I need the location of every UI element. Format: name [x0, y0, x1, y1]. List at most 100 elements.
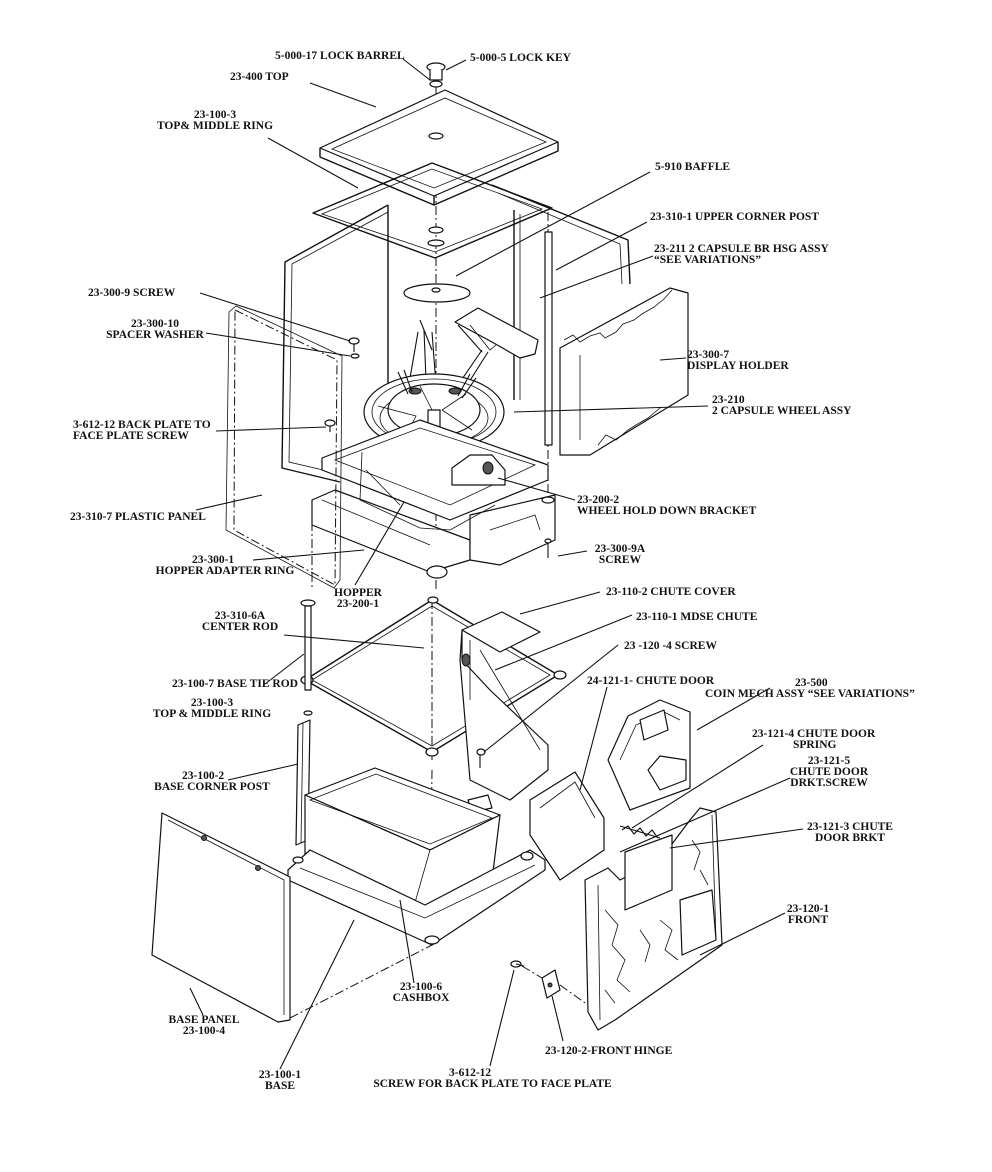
label-wheel-bracket-line2: WHEEL HOLD DOWN BRACKET [577, 505, 757, 517]
label-base-tie-rod: 23-100-7 BASE TIE ROD [172, 678, 298, 690]
label-spacer-washer-line2: SPACER WASHER [106, 329, 204, 341]
label-screw-300-9: 23-300-9 SCREW [88, 287, 176, 299]
label-top-middle-ring-mid: 23-100-3 TOP & MIDDLE RING [148, 697, 276, 720]
label-base-corner-post-line1: 23-100-2 [182, 770, 225, 782]
label-base-line1: 23-100-1 [258, 1069, 302, 1081]
label-upper-corner-post: 23-310-1 UPPER CORNER POST [650, 211, 819, 223]
label-screw-120-4: 23 -120 -4 SCREW [624, 640, 717, 652]
plastic-panel [225, 305, 343, 589]
label-baffle: 5-910 BAFFLE [655, 161, 731, 173]
base [287, 849, 546, 946]
label-hopper: HOPPER 23-200-1 [328, 587, 388, 610]
label-hopper-adapter-ring-line1: 23-300-1 [192, 554, 235, 566]
label-hopper-line2: 23-200-1 [336, 598, 380, 610]
label-lock-barrel: 5-000-17 LOCK BARREL [275, 50, 405, 62]
base-tie-rod [300, 599, 316, 716]
label-front: 23-120-1 FRONT [778, 903, 838, 926]
label-front-line2: FRONT [787, 914, 829, 926]
label-front-hinge: 23-120-2-FRONT HINGE [545, 1045, 673, 1057]
label-screw-back-plate-line2: SCREW FOR BACK PLATE TO FACE PLATE [373, 1078, 612, 1090]
label-base: 23-100-1 BASE [250, 1069, 310, 1092]
label-front-line1: 23-120-1 [786, 903, 830, 915]
label-coin-mech: 23-500 COIN MECH ASSY “SEE VARIATIONS” [705, 677, 915, 700]
label-lock-key: 5-000-5 LOCK KEY [470, 52, 571, 64]
display-holder [559, 287, 689, 456]
label-screw-9a-line1: 23-300-9A [594, 543, 646, 555]
label-top-middle-ring-upper-line2: TOP& MIDDLE RING [156, 120, 274, 132]
top-middle-ring-upper [312, 162, 553, 259]
label-chute-door-brkt-line1: 23-121-3 CHUTE [807, 821, 893, 833]
label-chute-door-spring-line2: SPRING [793, 739, 837, 751]
label-spacer-washer: 23-300-10 SPACER WASHER [100, 318, 210, 341]
label-chute-cover: 23-110-2 CHUTE COVER [606, 586, 736, 598]
label-hopper-line1: HOPPER [334, 587, 382, 599]
label-chute-door-screw: 23-121-5 CHUTE DOOR DRKT.SCREW [785, 755, 873, 789]
label-back-plate-screw-line2: FACE PLATE SCREW [73, 430, 189, 442]
hopper [359, 451, 496, 531]
label-cashbox: 23-100-6 CASHBOX [386, 981, 456, 1004]
label-back-plate-screw-line1: 3-612-12 BACK PLATE TO [73, 419, 211, 431]
label-screw-back-plate-line1: 3-612-12 [449, 1067, 492, 1079]
front-panel [584, 807, 723, 1031]
label-center-rod-line2: CENTER ROD [201, 621, 279, 633]
label-wheel-bracket-line1: 23-200-2 [577, 494, 620, 506]
label-display-holder-line2: DISPLAY HOLDER [687, 360, 789, 372]
label-display-holder: 23-300-7 DISPLAY HOLDER [687, 349, 789, 372]
label-center-rod: 23-310-6A CENTER ROD [195, 610, 285, 633]
top-lid [319, 89, 559, 206]
label-capsule-wheel-line1: 23-210 [712, 394, 745, 406]
label-screw-9a: 23-300-9A SCREW [585, 543, 655, 566]
coin-mech [607, 699, 691, 811]
label-center-rod-line1: 23-310-6A [214, 610, 266, 622]
label-base-corner-post: 23-100-2 BASE CORNER POST [150, 770, 274, 793]
mdse-chute [459, 611, 549, 813]
label-base-panel-line2: 23-100-4 [182, 1025, 226, 1037]
leader-lines [189, 58, 804, 1070]
label-chute-door-spring: 23-121-4 CHUTE DOOR SPRING [752, 728, 876, 751]
label-plastic-panel: 23-310-7 PLASTIC PANEL [70, 511, 206, 523]
label-capsule-wheel: 23-210 2 CAPSULE WHEEL ASSY [712, 394, 852, 417]
label-display-holder-line1: 23-300-7 [687, 349, 730, 361]
base-panel [151, 812, 291, 1023]
label-top-middle-ring-upper-line1: 23-100-3 [193, 109, 237, 121]
front-hinge [510, 960, 561, 999]
label-spacer-washer-line1: 23-300-10 [131, 318, 179, 330]
label-base-corner-post-line2: BASE CORNER POST [154, 781, 270, 793]
chute-door [529, 771, 661, 881]
label-back-plate-screw: 3-612-12 BACK PLATE TO FACE PLATE SCREW [73, 419, 211, 442]
label-capsule-wheel-line2: 2 CAPSULE WHEEL ASSY [712, 405, 852, 417]
label-hopper-adapter-ring-line2: HOPPER ADAPTER RING [155, 565, 295, 577]
label-capsule-br-hsg-line2: “SEE VARIATIONS” [654, 254, 762, 266]
label-base-panel: BASE PANEL 23-100-4 [164, 1014, 244, 1037]
label-cashbox-line1: 23-100-6 [399, 981, 443, 993]
label-chute-door-brkt: 23-121-3 CHUTE DOOR BRKT [800, 821, 900, 844]
baffle [403, 283, 471, 303]
label-capsule-br-hsg: 23-211 2 CAPSULE BR HSG ASSY “SEE VARIAT… [654, 243, 829, 266]
middle-ring [300, 596, 567, 757]
label-mdse-chute: 23-110-1 MDSE CHUTE [636, 611, 758, 623]
label-wheel-bracket: 23-200-2 WHEEL HOLD DOWN BRACKET [577, 494, 757, 517]
upper-screws [324, 337, 360, 432]
label-chute-door-brkt-line2: DOOR BRKT [815, 832, 885, 844]
label-chute-door: 24-121-1- CHUTE DOOR [587, 675, 715, 687]
label-chute-door-spring-line1: 23-121-4 CHUTE DOOR [752, 728, 876, 740]
label-coin-mech-line1: 23-500 [795, 677, 828, 689]
label-chute-door-screw-line1: 23-121-5 [807, 755, 851, 767]
label-chute-door-screw-line2: CHUTE DOOR [789, 766, 869, 778]
label-capsule-br-hsg-line1: 23-211 2 CAPSULE BR HSG ASSY [654, 243, 829, 255]
label-screw-9a-line2: SCREW [598, 554, 642, 566]
label-base-line2: BASE [264, 1080, 296, 1092]
label-base-panel-line1: BASE PANEL [168, 1014, 240, 1026]
label-top-middle-ring-mid-line2: TOP & MIDDLE RING [152, 708, 272, 720]
label-top-middle-ring-upper: 23-100-3 TOP& MIDDLE RING [150, 109, 280, 132]
label-cashbox-line2: CASHBOX [392, 992, 450, 1004]
label-screw-back-plate: 3-612-12 SCREW FOR BACK PLATE TO FACE PL… [365, 1067, 620, 1090]
connector-lines [289, 944, 589, 1019]
label-coin-mech-line2: COIN MECH ASSY “SEE VARIATIONS” [705, 688, 915, 700]
wheel-bracket-hopper-adapter [311, 419, 556, 579]
label-hopper-adapter-ring: 23-300-1 HOPPER ADAPTER RING [150, 554, 300, 577]
label-top: 23-400 TOP [230, 71, 289, 83]
label-top-middle-ring-mid-line1: 23-100-3 [190, 697, 234, 709]
